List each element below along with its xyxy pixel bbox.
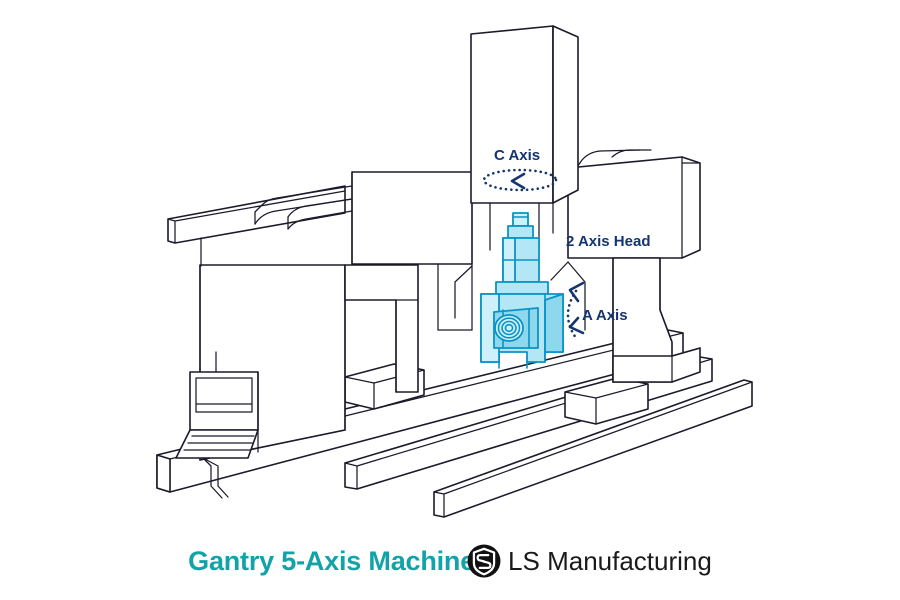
- left-column: [344, 264, 419, 393]
- left-guide-tubes: [254, 185, 353, 230]
- right-guide-tubes: [574, 149, 652, 171]
- two-axis-head-label: 2 Axis Head: [566, 233, 651, 250]
- annotation-a-axis: A Axis: [566, 281, 628, 340]
- annotation-c-axis: C Axis: [482, 147, 558, 192]
- cross-rail-right-block: [567, 156, 701, 259]
- a-axis-arrowhead-top-icon: [568, 281, 585, 303]
- footer-lockup: Gantry 5-Axis Machine LS Manufacturing: [0, 538, 900, 584]
- annotation-two-axis-head: 2 Axis Head: [566, 233, 651, 250]
- control-console: [175, 351, 259, 499]
- cross-rail-left-block: [351, 171, 473, 265]
- bed-left-front-block: [156, 454, 171, 493]
- c-axis-rotation-ellipse: [482, 168, 558, 192]
- a-axis-label: A Axis: [582, 307, 628, 324]
- spindle-and-tilting-head: [480, 212, 564, 369]
- a-axis-arrowhead-bottom-icon: [568, 316, 585, 335]
- c-axis-arrowhead-icon: [510, 172, 526, 190]
- c-axis-label: C Axis: [494, 147, 540, 164]
- product-title: Gantry 5-Axis Machine: [188, 545, 476, 576]
- ls-shield-logo-icon: [467, 544, 501, 578]
- right-column: [612, 257, 701, 383]
- brand-name: LS Manufacturing: [508, 546, 712, 576]
- c-axis-tower: [470, 25, 579, 251]
- upper-left-beam: [167, 185, 346, 267]
- center-saddle: [437, 261, 586, 331]
- brand-lockup: LS Manufacturing: [467, 544, 712, 578]
